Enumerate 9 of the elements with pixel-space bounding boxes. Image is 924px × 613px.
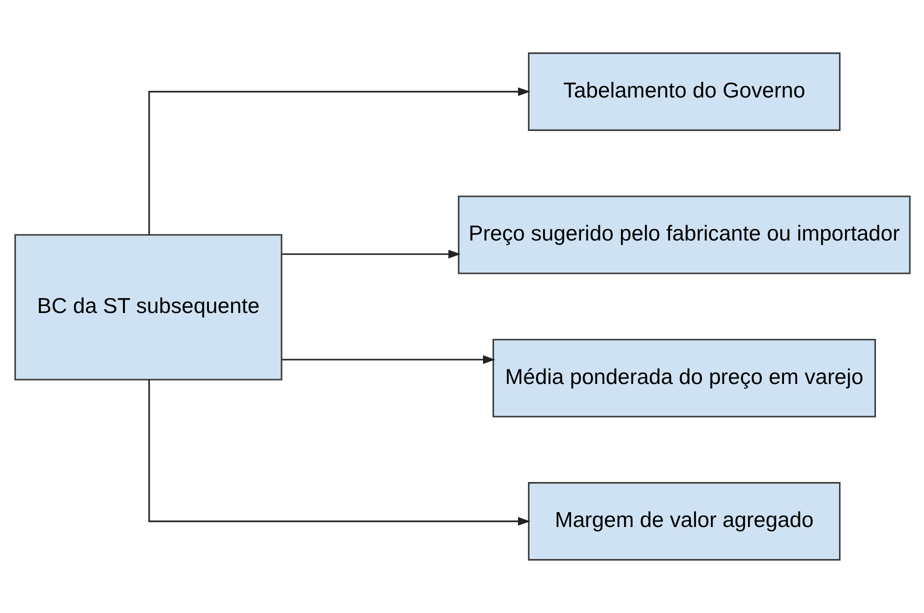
node-box: BC da ST subsequente <box>14 234 282 380</box>
node-box: Tabelamento do Governo <box>527 52 840 131</box>
arrow <box>148 87 530 235</box>
node-box: Média ponderada do preço em varejo <box>492 338 876 418</box>
node-box: Margem de valor agregado <box>527 482 840 561</box>
arrow <box>148 380 530 526</box>
node-box: Preço sugerido pelo fabricante ou importador <box>457 196 910 274</box>
arrow <box>282 250 460 258</box>
arrow <box>282 355 495 364</box>
